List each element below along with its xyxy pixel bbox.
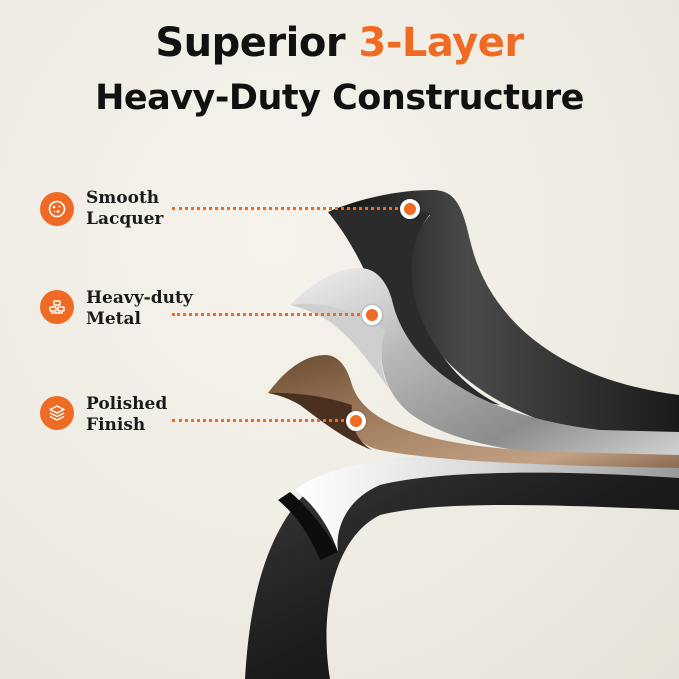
layer-label-line2: Lacquer [86, 209, 164, 229]
marker-dot-polished [346, 411, 366, 431]
headline-prefix: Superior [155, 20, 359, 66]
leader-line-lacquer [172, 207, 404, 210]
lacquer-layer-face [328, 205, 500, 405]
headline-line-2: Heavy-Duty Constructure [95, 78, 584, 118]
metal-layer-edge [290, 303, 392, 393]
layer-label-line1: Heavy-duty [86, 288, 193, 308]
layers-stack-icon [40, 396, 74, 430]
layer-label-line1: Polished [86, 394, 168, 414]
leader-line-metal [172, 313, 366, 316]
layer-label-metal: Heavy-duty Metal [86, 288, 193, 330]
layer-label-line2: Finish [86, 415, 146, 435]
polished-layer [268, 355, 679, 468]
layer-label-line2: Metal [86, 309, 141, 329]
lacquer-layer [328, 190, 679, 450]
headline-line-1: Superior 3-Layer [0, 20, 679, 66]
pan-base-rim [278, 492, 338, 560]
pan-base-band [295, 453, 679, 552]
marker-dot-lacquer [400, 199, 420, 219]
leader-line-polished [172, 419, 350, 422]
marker-dot-metal [362, 305, 382, 325]
sparkle-circle-icon [40, 192, 74, 226]
headline-accent: 3-Layer [358, 20, 525, 66]
metal-layer [290, 268, 679, 462]
layer-label-lacquer: Smooth Lacquer [86, 188, 163, 230]
layer-label-line1: Smooth [86, 188, 160, 208]
layer-label-polished: Polished Finish [86, 394, 167, 436]
pan-base [245, 461, 679, 679]
metal-bars-icon [40, 290, 74, 324]
polished-layer-edge [268, 392, 372, 450]
